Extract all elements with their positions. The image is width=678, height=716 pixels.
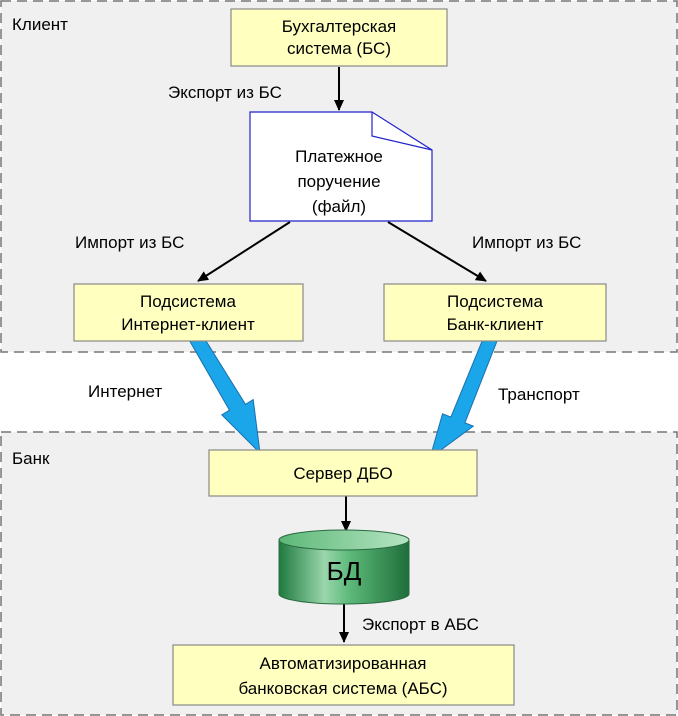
- payment-line-3: (файл): [312, 197, 366, 216]
- internet-client-line-2: Интернет-клиент: [121, 315, 255, 334]
- connectors: [197, 67, 487, 643]
- internet-client-line-1: Подсистема: [140, 292, 236, 311]
- internet-label: Интернет: [88, 382, 162, 401]
- bank-zone-label: Банк: [12, 449, 50, 468]
- bs-box-line-1: Бухгалтерская: [282, 17, 396, 36]
- edge-payment-to-internet-client: [197, 221, 291, 282]
- dbo-server-box: Сервер ДБО: [208, 449, 478, 497]
- abs-box: Автоматизированная банковская система (А…: [172, 644, 515, 706]
- edge-payment-to-bank-client: [387, 221, 487, 282]
- abs-line-1: Автоматизированная: [259, 654, 426, 673]
- bs-box: Бухгалтерская система (БС): [230, 8, 448, 67]
- db-label: БД: [327, 556, 362, 586]
- transport-channel-arrow: [429, 334, 499, 460]
- bs-box-line-2: система (БС): [287, 39, 391, 58]
- internet-client-box: Подсистема Интернет-клиент: [73, 283, 304, 342]
- transport-label: Транспорт: [498, 385, 580, 404]
- dbo-server-label: Сервер ДБО: [293, 464, 392, 483]
- import-bs-left-label: Импорт из БС: [75, 233, 184, 252]
- payment-line-1: Платежное: [295, 147, 383, 166]
- export-abs-label: Экспорт в АБС: [362, 615, 479, 634]
- folded-corner-icon: [371, 112, 433, 151]
- import-bs-right-label: Импорт из БС: [472, 233, 581, 252]
- client-zone-label: Клиент: [12, 15, 68, 34]
- bank-client-box: Подсистема Банк-клиент: [383, 283, 607, 342]
- database-icon: БД: [278, 529, 410, 605]
- bank-client-line-2: Банк-клиент: [447, 315, 544, 334]
- payment-document: Платежное поручение (файл): [249, 111, 433, 222]
- abs-line-2: банковская система (АБС): [238, 679, 447, 698]
- payment-line-2: поручение: [297, 172, 380, 191]
- channel-arrows: [189, 333, 499, 460]
- export-bs-label: Экспорт из БС: [168, 83, 282, 102]
- bank-client-line-1: Подсистема: [447, 292, 543, 311]
- internet-channel-arrow: [189, 333, 261, 455]
